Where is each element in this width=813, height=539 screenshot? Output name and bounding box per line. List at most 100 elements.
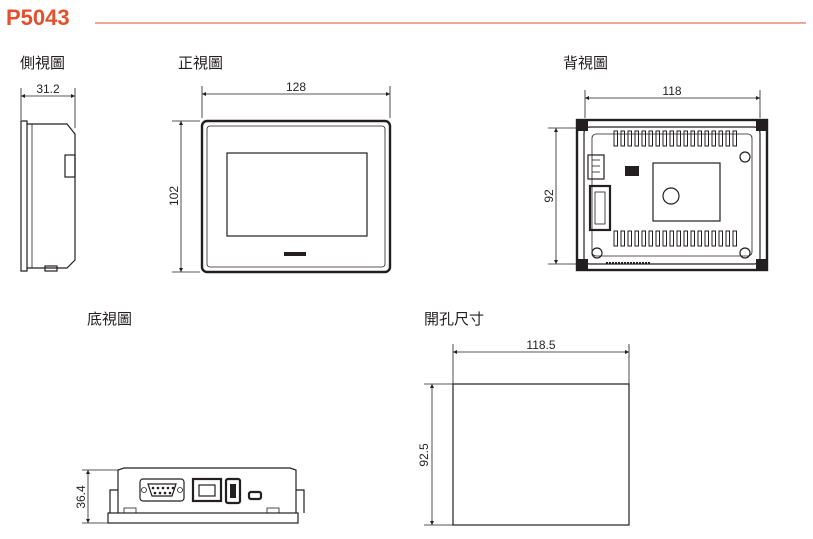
back-view: 背視圖 118 92 bbox=[542, 54, 769, 272]
bottom-usb-port bbox=[224, 477, 242, 505]
cutout-height-dim: 92.5 bbox=[417, 443, 431, 467]
side-bezel bbox=[20, 120, 28, 272]
cutout-view-label: 開孔尺寸 bbox=[424, 310, 484, 328]
front-view-label: 正視圖 bbox=[178, 54, 223, 72]
db9-pin bbox=[161, 486, 165, 490]
bottom-view-label: 底視圖 bbox=[87, 310, 132, 328]
back-vents-top bbox=[613, 130, 737, 147]
vent-slot bbox=[690, 130, 695, 147]
vent-slot bbox=[683, 230, 688, 247]
vent-slot bbox=[711, 130, 716, 147]
bottom-height-dim: 36.4 bbox=[74, 485, 88, 509]
vent-slot bbox=[711, 230, 716, 247]
back-housing bbox=[583, 126, 761, 265]
vent-slot bbox=[634, 230, 639, 247]
bottom-bezel bbox=[107, 512, 299, 524]
vent-slot bbox=[627, 130, 632, 147]
vent-slot bbox=[725, 130, 730, 147]
back-housing-inner bbox=[591, 133, 753, 257]
back-screw bbox=[739, 247, 751, 259]
db9-pin bbox=[168, 491, 172, 495]
side-foot bbox=[44, 265, 58, 272]
back-dip-switch bbox=[625, 166, 639, 176]
back-corner-br bbox=[756, 259, 766, 269]
bottom-db9-shell bbox=[147, 483, 177, 497]
vent-slot bbox=[718, 230, 723, 247]
db9-pin bbox=[158, 491, 162, 495]
cutout-outline bbox=[452, 383, 630, 526]
db9-pin bbox=[151, 486, 155, 490]
vent-slot bbox=[725, 230, 730, 247]
vent-slot bbox=[676, 230, 681, 247]
back-width-dim: 118 bbox=[662, 84, 681, 98]
bottom-db9-port bbox=[139, 478, 185, 502]
side-view: 側視圖 31.2 bbox=[20, 54, 76, 272]
vent-slot bbox=[704, 130, 709, 147]
back-view-label: 背視圖 bbox=[563, 54, 608, 72]
vent-slot bbox=[676, 130, 681, 147]
back-corner-tl bbox=[578, 121, 588, 131]
vent-slot bbox=[732, 130, 737, 147]
bottom-left-step bbox=[109, 489, 118, 513]
vent-slot bbox=[648, 130, 653, 147]
cutout-width-dim: 118.5 bbox=[526, 338, 555, 352]
bottom-db9-screw bbox=[177, 487, 183, 493]
back-power-terminal bbox=[587, 154, 605, 180]
vent-slot bbox=[669, 130, 674, 147]
vent-slot bbox=[697, 130, 702, 147]
vent-slot bbox=[690, 230, 695, 247]
vent-slot bbox=[620, 230, 625, 247]
front-bezel-inner bbox=[206, 125, 386, 268]
vent-slot bbox=[704, 230, 709, 247]
front-bezel bbox=[200, 119, 392, 274]
front-screen bbox=[226, 152, 368, 237]
db9-pin bbox=[166, 486, 170, 490]
vent-slot bbox=[662, 230, 667, 247]
front-height-dim: 102 bbox=[167, 186, 181, 206]
db9-pin bbox=[163, 491, 167, 495]
back-screw bbox=[739, 151, 751, 163]
bottom-db9-screw bbox=[141, 487, 147, 493]
vent-slot bbox=[697, 230, 702, 247]
vent-slot bbox=[627, 230, 632, 247]
bottom-usb-tongue bbox=[230, 484, 236, 498]
bottom-foot bbox=[266, 507, 280, 514]
side-depth-dim: 31.2 bbox=[36, 82, 60, 96]
back-vents-bottom bbox=[613, 230, 737, 247]
cutout-view: 開孔尺寸 118.5 92.5 bbox=[417, 310, 630, 526]
bottom-housing bbox=[117, 467, 297, 513]
db9-pin bbox=[156, 486, 160, 490]
vent-slot bbox=[648, 230, 653, 247]
bottom-db9-pins bbox=[151, 486, 175, 495]
front-view: 正視圖 128 102 bbox=[167, 54, 392, 274]
bottom-ethernet-port bbox=[191, 477, 223, 503]
vent-slot bbox=[732, 230, 737, 247]
side-connector bbox=[64, 154, 76, 178]
vent-slot bbox=[641, 130, 646, 147]
back-height-dim: 92 bbox=[542, 189, 556, 203]
vent-slot bbox=[634, 130, 639, 147]
vent-slot bbox=[655, 230, 660, 247]
vent-slot bbox=[613, 230, 618, 247]
front-brand-logo bbox=[284, 252, 306, 256]
db9-pin bbox=[153, 491, 157, 495]
back-serial-port bbox=[588, 184, 612, 232]
vent-slot bbox=[669, 230, 674, 247]
bottom-view: 底視圖 36.4 bbox=[74, 310, 305, 524]
model-title: P5043 bbox=[6, 5, 70, 30]
back-serial-port-inner bbox=[594, 191, 606, 225]
front-width-dim: 128 bbox=[286, 80, 306, 94]
bottom-mini-usb-port bbox=[247, 490, 263, 501]
back-screw bbox=[591, 247, 603, 259]
vent-slot bbox=[613, 130, 618, 147]
back-corner-tr bbox=[756, 121, 766, 131]
bottom-ethernet-inner bbox=[198, 484, 216, 497]
bottom-right-step bbox=[296, 489, 305, 513]
vent-slot bbox=[641, 230, 646, 247]
side-housing bbox=[27, 123, 76, 269]
back-label-area bbox=[652, 162, 721, 222]
vent-slot bbox=[655, 130, 660, 147]
side-view-label: 側視圖 bbox=[20, 54, 65, 72]
vent-slot bbox=[718, 130, 723, 147]
